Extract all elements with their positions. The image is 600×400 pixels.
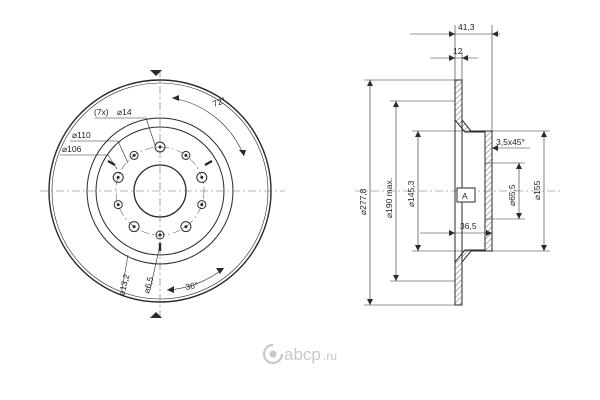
width-12-label: 12 <box>453 46 463 56</box>
bolt-hole <box>155 230 165 240</box>
dim-36-arrow-a <box>449 230 455 236</box>
hat-outer-diameter-label: ⌀155 <box>532 180 542 200</box>
dim-12-arrow-b <box>462 55 468 61</box>
angle-72-arrow-a <box>172 95 179 101</box>
bolt-hole-center <box>200 175 204 179</box>
outer-diameter-label: ⌀277,8 <box>358 188 368 215</box>
bolt-hole-center <box>132 153 136 157</box>
bolt-hole-center <box>158 145 162 149</box>
bolt-hole-center <box>184 153 188 157</box>
chamfer-arrow <box>492 145 498 151</box>
dim-65-arrow-a <box>516 163 522 169</box>
dim-190-arrow-b <box>393 275 399 281</box>
diameter-6-5-label: ⌀6,5 <box>141 275 155 294</box>
marker-bottom <box>150 312 162 318</box>
leader-13-2 <box>121 254 129 291</box>
bore-diameter-label: ⌀65,5 <box>507 184 517 206</box>
marker-top <box>150 70 162 76</box>
bolt-hole <box>197 200 207 210</box>
angle-72-arc <box>171 97 245 157</box>
dim-190-arrow-a <box>393 101 399 107</box>
diameter-106-label: ⌀106 <box>62 144 82 154</box>
depth-36-5-label: 36,5 <box>460 221 477 231</box>
angle-72-arrow-b <box>239 150 246 156</box>
bolt-hole-center <box>116 203 120 207</box>
side-view: 41,3 12 3,5x45° A 36,5 ⌀277,8 ⌀190 max. <box>355 22 560 306</box>
locator-mark <box>204 159 213 167</box>
leader-106-b <box>107 154 118 170</box>
angle-36-arrow-b <box>216 268 224 274</box>
bolt-hole <box>113 200 123 210</box>
dim-277-arrow-a <box>367 80 373 86</box>
bolt-hole-center <box>116 175 120 179</box>
dim-277-arrow-b <box>367 299 373 305</box>
datum-label: A <box>462 191 468 201</box>
abcp-watermark: abcp .ru <box>262 343 337 365</box>
bolt-hole <box>128 221 140 233</box>
hat-diameter-label: ⌀145,3 <box>406 180 416 207</box>
bolt-hole-center <box>132 225 136 229</box>
diameter-110-label: ⌀110 <box>72 130 91 140</box>
watermark-brand: abcp <box>284 345 321 364</box>
dim-155-arrow-b <box>541 245 547 251</box>
diameter-13-2-label: ⌀13,2 <box>116 273 131 297</box>
angle-36-label: 36° <box>185 280 199 292</box>
dim-12-arrow-a <box>449 55 455 61</box>
dim-65-arrow-b <box>516 213 522 219</box>
width-41-3-label: 41,3 <box>458 22 475 32</box>
dim-155-arrow-a <box>541 131 547 137</box>
leader-14-b <box>145 117 156 146</box>
bolt-hole <box>112 171 124 183</box>
dim-145-arrow-a <box>415 131 421 137</box>
bolt-hole-diameter-label: ⌀14 <box>117 107 132 117</box>
bolt-hole <box>196 171 208 183</box>
dim-145-arrow-b <box>415 245 421 251</box>
bolt-hole-center <box>184 225 188 229</box>
bolt-hole-count-label: (7x) <box>94 107 109 117</box>
datum-box <box>456 187 476 203</box>
bolt-hole-center <box>200 203 204 207</box>
bolt-hole <box>180 221 192 233</box>
leader-6-5 <box>149 244 161 291</box>
bolt-hole <box>181 150 191 160</box>
abcp-logo-icon <box>262 343 284 365</box>
dim-36-arrow-b <box>486 230 492 236</box>
dim-41-arrow-b <box>492 31 498 37</box>
leader-110-b <box>117 140 129 164</box>
angle-72-label: 72° <box>211 95 227 109</box>
angle-36-arrow-a <box>167 286 174 293</box>
bolt-hole <box>129 150 139 160</box>
watermark-tld: .ru <box>323 349 337 363</box>
wear-diameter-label: ⌀190 max. <box>384 178 394 218</box>
bolt-hole <box>154 141 166 153</box>
chamfer-label: 3,5x45° <box>496 137 525 147</box>
bolt-holes <box>107 141 213 251</box>
bolt-hole-center <box>158 233 162 237</box>
dim-41-arrow-a <box>449 31 455 37</box>
front-view: (7x) ⌀14 ⌀110 ⌀106 72° 36° ⌀13,2 ⌀6,5 <box>40 70 285 318</box>
